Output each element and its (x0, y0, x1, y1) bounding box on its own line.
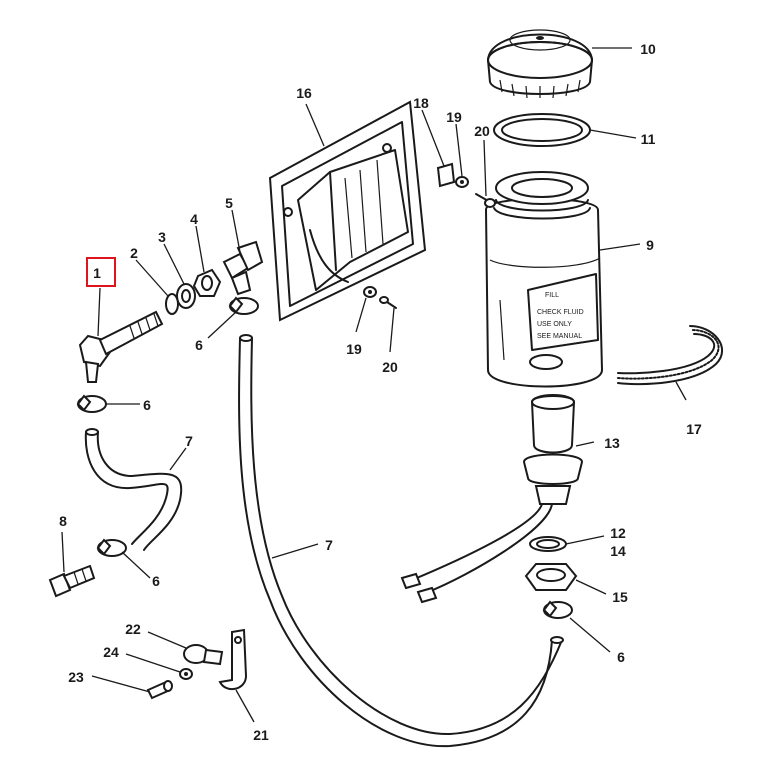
bottle-label-line-4: SEE MANUAL (537, 333, 582, 340)
callout-7-long-hose[interactable]: 7 (325, 537, 333, 553)
callout-5[interactable]: 5 (225, 195, 233, 211)
callout-10[interactable]: 10 (640, 41, 656, 57)
hose-clamp-part-lower-left (96, 538, 127, 557)
callout-2[interactable]: 2 (130, 245, 138, 261)
level-sensor-part (400, 394, 584, 604)
nut-part-15 (524, 563, 578, 591)
callout-1[interactable]: 1 (93, 265, 101, 281)
screw-part-23 (146, 680, 173, 700)
callout-21[interactable]: 21 (253, 727, 269, 743)
reservoir-bottle-part: FILL CHECK FLUID USE ONLY SEE MANUAL (485, 171, 604, 388)
washer-part-12 (529, 536, 567, 552)
callout-6-left[interactable]: 6 (143, 397, 151, 413)
fitting-part-8 (48, 564, 96, 598)
bottle-label-line-3: USE ONLY (537, 321, 572, 328)
bracket-part-21 (218, 628, 248, 691)
callout-11[interactable]: 11 (641, 131, 656, 147)
coiled-hose-part (617, 325, 723, 386)
callout-19-lower[interactable]: 19 (346, 341, 362, 357)
callout-9[interactable]: 9 (646, 237, 654, 253)
callout-15[interactable]: 15 (612, 589, 628, 605)
reservoir-cap-part (487, 29, 593, 99)
clamp-part-22 (183, 644, 224, 666)
callout-6-lower-left[interactable]: 6 (152, 573, 160, 589)
hose-clamp-part-right (542, 600, 573, 619)
nut-part-4 (192, 268, 222, 297)
callout-7-short-hose[interactable]: 7 (185, 433, 193, 449)
washer-part-3 (176, 283, 196, 309)
callout-14[interactable]: 14 (610, 543, 626, 559)
callout-17[interactable]: 17 (686, 421, 702, 437)
callout-12[interactable]: 12 (610, 525, 626, 541)
screw-part-20-lower (379, 296, 397, 309)
callout-16[interactable]: 16 (296, 85, 312, 101)
bottle-label-line-2: CHECK FLUID (537, 309, 584, 316)
short-hose-part (84, 428, 183, 551)
hose-clamp-part-upper (228, 296, 259, 315)
callout-4[interactable]: 4 (190, 211, 198, 227)
callout-6-upper[interactable]: 6 (195, 337, 203, 353)
callout-22[interactable]: 22 (125, 621, 141, 637)
leader-lines (61, 47, 687, 723)
callout-20-lower[interactable]: 20 (382, 359, 398, 375)
callout-23[interactable]: 23 (68, 669, 84, 685)
callout-labels: 1 2 3 4 5 6 6 7 8 6 7 16 18 19 20 19 20 … (59, 41, 702, 743)
callout-18[interactable]: 18 (413, 95, 429, 111)
long-hose-part (238, 334, 564, 748)
callout-13[interactable]: 13 (604, 435, 620, 451)
clip-part-18 (436, 162, 456, 188)
elbow-fitting-part (78, 310, 164, 383)
hose-clamp-part-left (76, 394, 107, 413)
elbow-part-5 (222, 240, 264, 296)
callout-24[interactable]: 24 (103, 644, 119, 660)
mounting-bracket-part (268, 100, 427, 322)
callout-20-upper[interactable]: 20 (474, 123, 490, 139)
callout-1-highlight-box (86, 257, 116, 287)
callout-19-upper[interactable]: 19 (446, 109, 462, 125)
washer-part-2 (165, 293, 179, 315)
callout-6-right[interactable]: 6 (617, 649, 625, 665)
gasket-ring-part (493, 113, 591, 147)
screw-part-20-upper (475, 193, 496, 208)
callout-8[interactable]: 8 (59, 513, 67, 529)
washer-part-19-lower (363, 286, 377, 298)
washer-part-19-upper (455, 176, 469, 188)
callout-3[interactable]: 3 (158, 229, 166, 245)
washer-part-24 (179, 668, 193, 680)
bottle-label-line-1: FILL (545, 292, 559, 299)
